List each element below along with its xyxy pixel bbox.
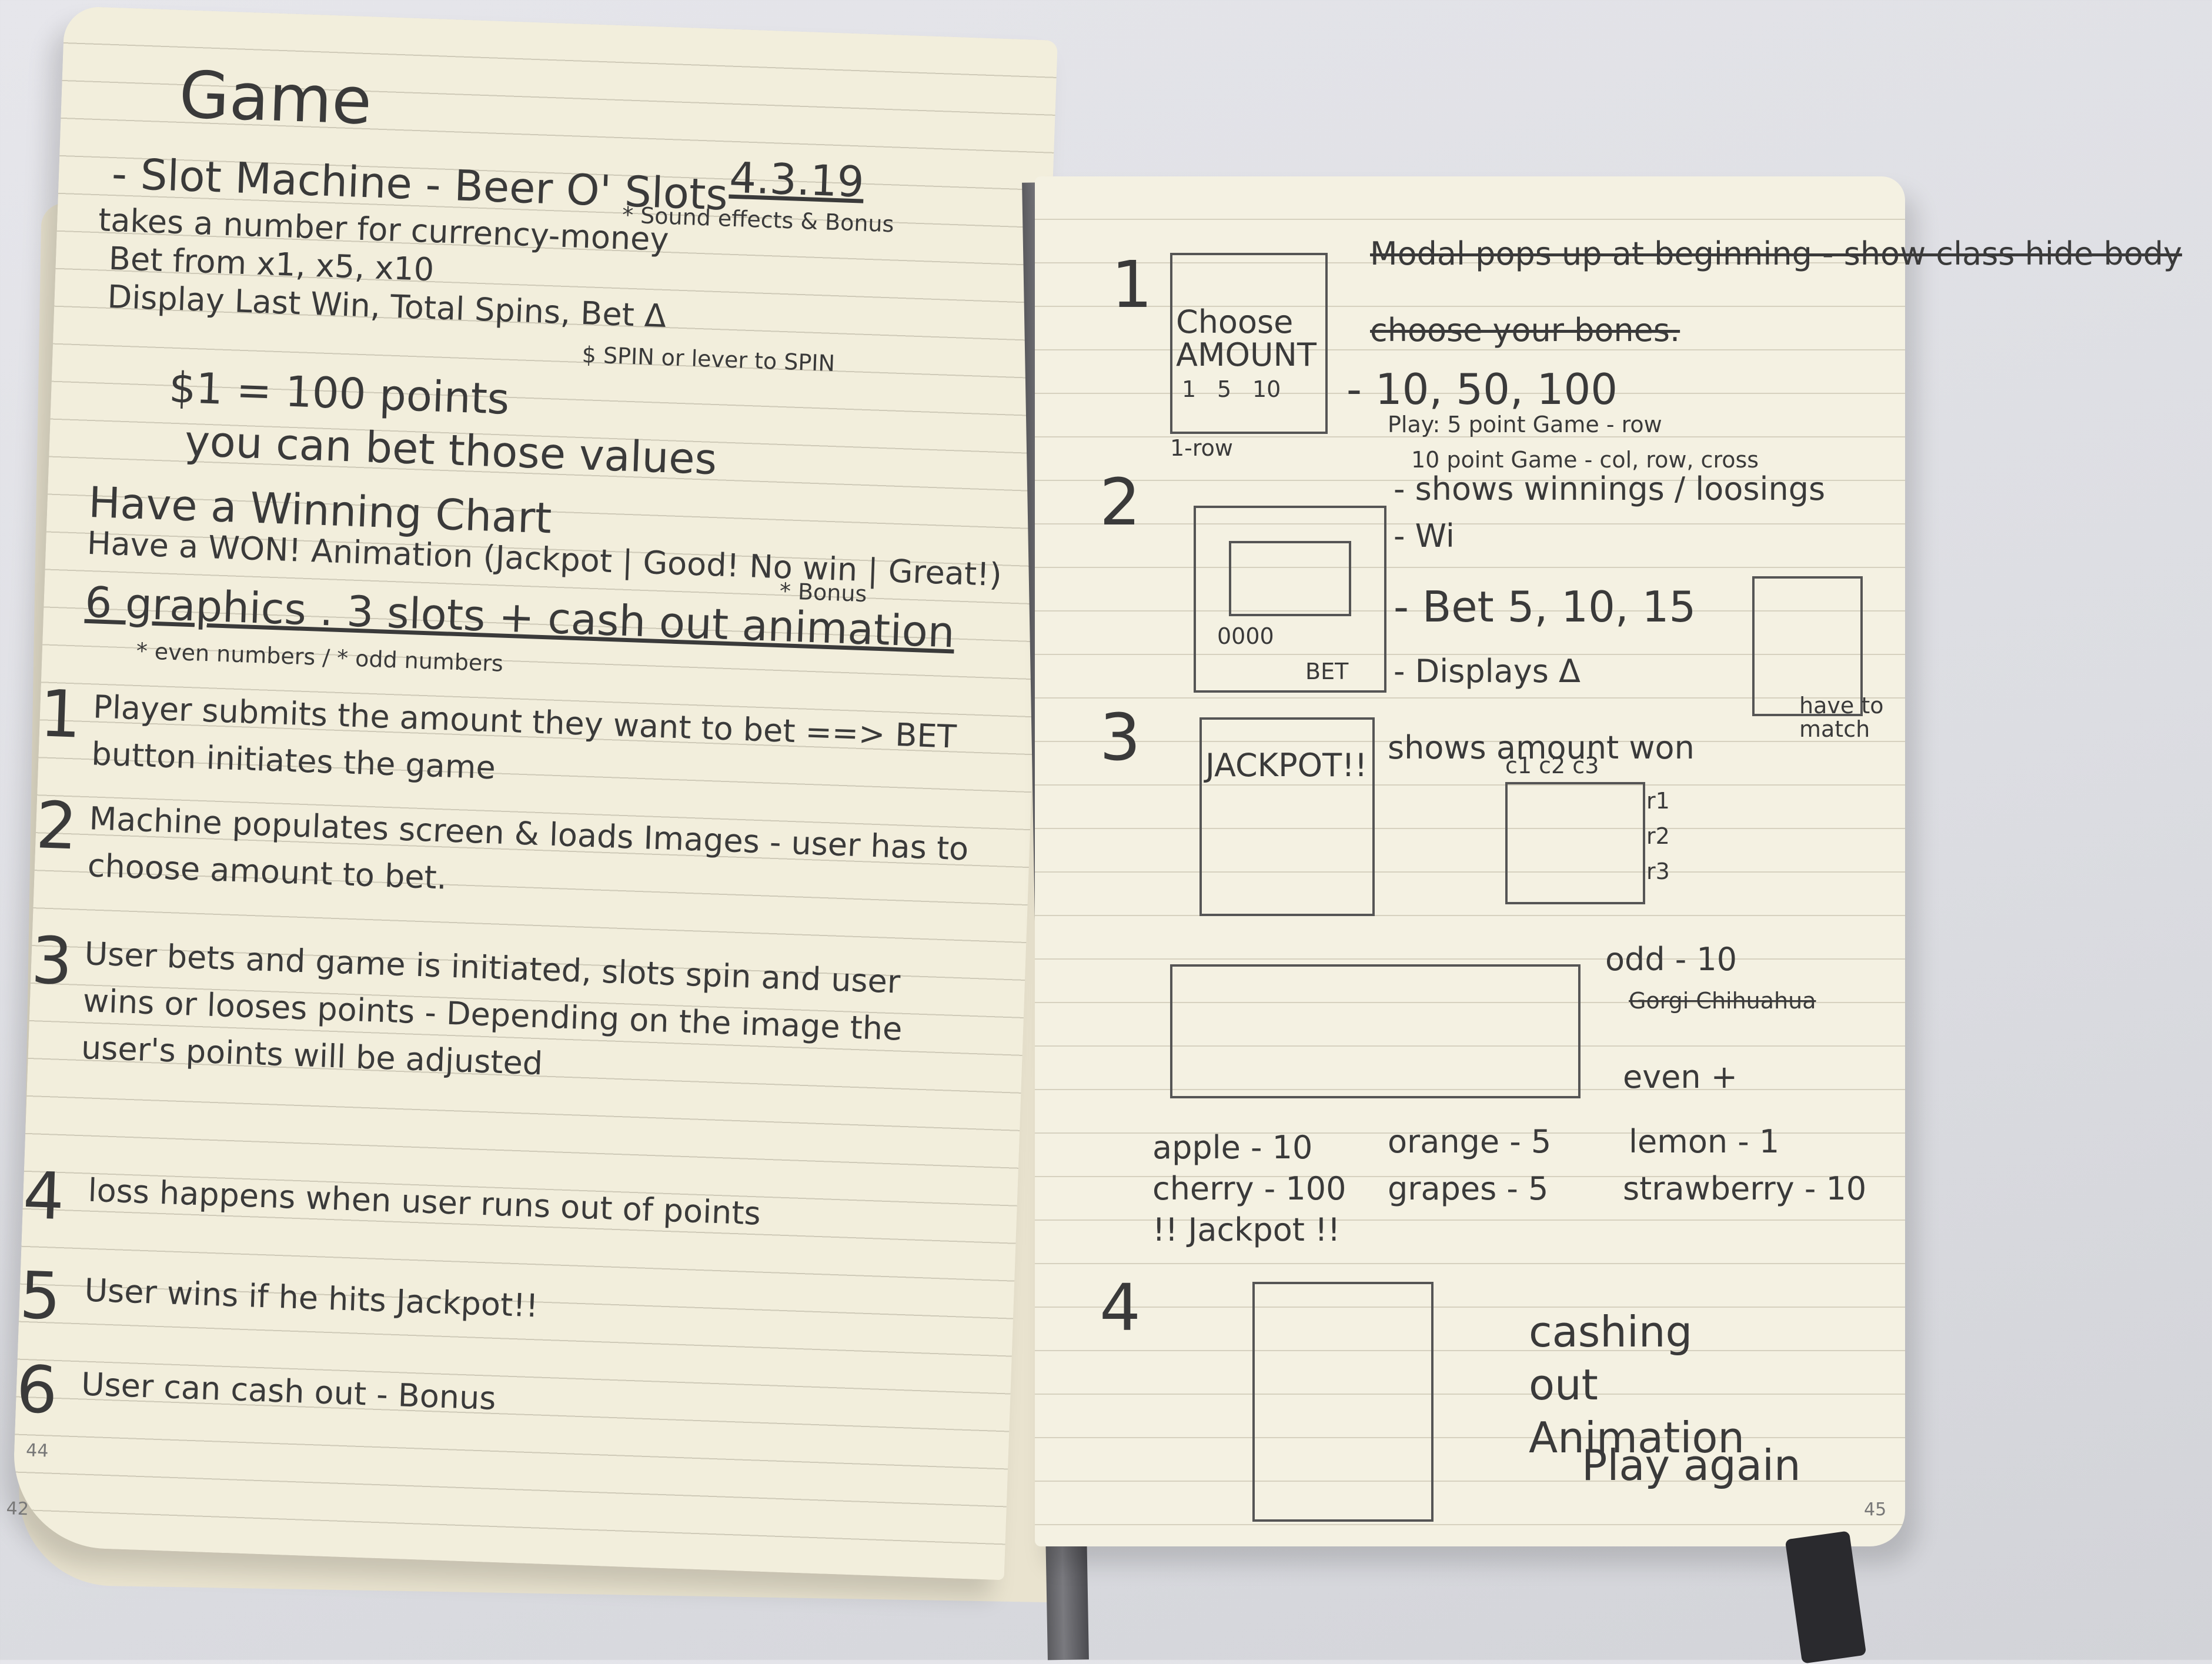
cashout-sketch (1252, 1282, 1434, 1522)
bet-button-sketch: BET (1305, 659, 1349, 684)
note: Gorgi Chihuahua (1629, 988, 1816, 1014)
note: c1 c2 c3 (1505, 753, 1599, 778)
note: - Displays Δ (1394, 653, 1581, 690)
step-text: User can cash out - Bonus (81, 1365, 497, 1418)
fruit-value: grapes - 5 (1388, 1170, 1549, 1207)
note: - Bet 5, 10, 15 (1394, 582, 1696, 631)
step-number: 5 (18, 1257, 62, 1335)
section-number: 4 (1100, 1270, 1141, 1345)
note: Modal pops up at beginning - show class … (1370, 235, 2183, 272)
note: choose your bones. (1370, 312, 1680, 349)
step-text: User wins if he hits Jackpot!! (83, 1271, 539, 1325)
note: - shows winnings / loosings (1394, 470, 1826, 507)
note: 10 point Game - col, row, cross (1411, 447, 1759, 473)
fruit-value: cherry - 100 (1152, 1170, 1346, 1207)
amount-btn: 1 (1182, 376, 1197, 402)
section-number: 3 (1100, 700, 1141, 775)
fruit-value: apple - 10 (1152, 1129, 1313, 1166)
match-grid-sketch (1752, 576, 1863, 716)
note: 1-row (1170, 435, 1234, 461)
fruit-value: orange - 5 (1388, 1123, 1552, 1160)
right-page: 1 Choose AMOUNT 1 5 10 Modal pops up at … (1035, 176, 2182, 1546)
note-line: $ SPIN or lever to SPIN (582, 342, 836, 377)
fruit-value: strawberry - 10 (1623, 1170, 1867, 1207)
elastic-band-tab (1785, 1531, 1867, 1664)
step-text: loss happens when user runs out of point… (87, 1171, 761, 1232)
amount-btn: 5 (1217, 376, 1232, 402)
modal-label: Choose AMOUNT (1176, 303, 1316, 373)
fruit-value: !! Jackpot !! (1152, 1211, 1341, 1248)
note: - 10, 50, 100 (1346, 365, 1618, 414)
date: 4.3.19 (729, 152, 865, 207)
note: r2 (1646, 823, 1670, 849)
section-number: 2 (1100, 465, 1141, 540)
jackpot-sketch (1199, 717, 1375, 916)
note: shows amount won (1388, 729, 1695, 766)
step-number: 1 (38, 676, 83, 753)
note: cashing out Animation (1529, 1307, 1745, 1462)
modal-sketch (1170, 253, 1328, 434)
note-line: $1 = 100 points (168, 362, 510, 424)
section-number: 1 (1111, 247, 1152, 322)
step-number: 4 (22, 1157, 66, 1235)
note: even + (1623, 1058, 1738, 1095)
step-text: Machine populates screen & loads Images … (86, 800, 970, 897)
left-page: Game 4.3.19 - Slot Machine - Beer O' Slo… (6, 6, 1058, 1581)
jackpot-label: JACKPOT!! (1205, 747, 1368, 784)
note: have to match (1799, 693, 1884, 742)
note: Play: 5 point Game - row (1388, 412, 1662, 437)
note: Play again (1582, 1441, 1801, 1490)
step-text: Player submits the amount they want to b… (91, 688, 957, 787)
fruit-chart-sketch (1170, 964, 1581, 1098)
slot-machine-sketch (1194, 506, 1386, 693)
page-number: 45 (1864, 1499, 1887, 1520)
note: r3 (1646, 858, 1670, 884)
note: odd - 10 (1605, 941, 1737, 978)
fruit-value: lemon - 1 (1629, 1123, 1780, 1160)
win-grid-sketch (1505, 782, 1645, 904)
page-number: 42 (6, 1498, 29, 1520)
note-line: you can bet those values (183, 416, 718, 485)
step-number: 3 (30, 923, 74, 1000)
amount-btn: 10 (1252, 376, 1281, 402)
credit-display: 0000 (1217, 623, 1274, 649)
step-text: User bets and game is initiated, slots s… (81, 935, 903, 1082)
note: r1 (1646, 788, 1670, 814)
page-title: Game (178, 56, 373, 139)
note-line: * even numbers / * odd numbers (136, 637, 504, 677)
slot-reels-sketch (1229, 541, 1351, 616)
page-number: 44 (25, 1440, 49, 1462)
note: - Wi (1394, 517, 1455, 554)
step-number: 6 (15, 1351, 59, 1428)
step-number: 2 (35, 787, 79, 864)
